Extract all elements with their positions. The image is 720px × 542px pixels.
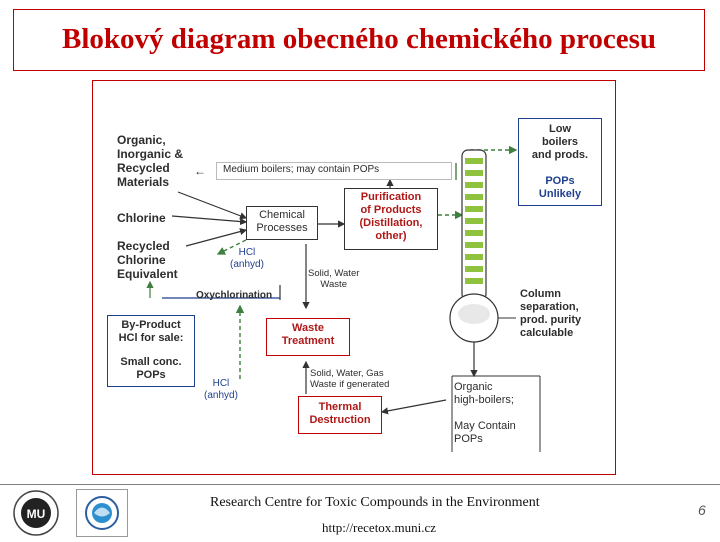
input-materials-line: Materials bbox=[117, 175, 170, 190]
low-boilers-label: Low boilers and prods. bbox=[519, 123, 601, 162]
waste-treatment-box: Waste Treatment bbox=[266, 318, 350, 356]
purification-line: other) bbox=[375, 229, 407, 242]
distillation-column bbox=[449, 149, 499, 343]
muni-logo: MU bbox=[12, 489, 60, 537]
byproduct-line: HCl for sale: bbox=[118, 331, 184, 344]
arrow-left-icon: ← bbox=[194, 164, 206, 178]
thermal-destruction-box: Thermal Destruction bbox=[298, 396, 382, 434]
solid-water-gas-line: Waste if generated bbox=[310, 379, 390, 391]
input-recycled-line: Equivalent bbox=[117, 267, 178, 282]
pops-unlikely-line: Unlikely bbox=[538, 187, 582, 200]
purification-label: Purification of Products (Distillation, … bbox=[345, 191, 437, 243]
hcl-line: (anhyd) bbox=[230, 258, 264, 270]
solid-water-gas-line: Solid, Water, Gas bbox=[310, 368, 384, 379]
low-boilers-line: and prods. bbox=[531, 148, 589, 161]
column-separation-line: separation, bbox=[520, 300, 579, 313]
low-boilers-box: Low boilers and prods. POPs Unlikely bbox=[518, 118, 602, 206]
column-separation-line: calculable bbox=[520, 326, 574, 339]
hcl-line: HCl bbox=[212, 378, 230, 389]
chemical-processes-line: Processes bbox=[256, 221, 308, 234]
hcl-line: (anhyd) bbox=[204, 389, 238, 401]
solid-water-line: Waste bbox=[320, 279, 347, 291]
diagram-frame bbox=[92, 80, 616, 475]
byproduct-box: By-Product HCl for sale: Small conc. POP… bbox=[107, 315, 195, 387]
purification-line: Purification bbox=[360, 191, 422, 203]
solid-water-line: Solid, Water bbox=[308, 268, 360, 279]
small-conc-line: Small conc. bbox=[120, 356, 182, 368]
input-materials: Organic, Inorganic & Recycled Materials bbox=[117, 133, 183, 190]
small-conc-line: POPs bbox=[136, 368, 166, 381]
thermal-destruction-line: Destruction bbox=[309, 413, 371, 426]
hcl-anhyd-lower: HCl (anhyd) bbox=[204, 378, 238, 402]
small-conc-label: Small conc. POPs bbox=[108, 356, 194, 382]
input-chlorine: Chlorine bbox=[117, 211, 166, 225]
low-boilers-line: Low bbox=[549, 123, 571, 135]
waste-treatment-label: Waste Treatment bbox=[267, 322, 349, 348]
input-materials-line: Inorganic & bbox=[117, 147, 184, 162]
organic-high-boilers-line: Organic bbox=[454, 381, 493, 393]
input-recycled-chlorine: Recycled Chlorine Equivalent bbox=[117, 239, 178, 281]
low-boilers-line: boilers bbox=[541, 135, 579, 148]
column-separation-line: prod. purity bbox=[520, 313, 582, 326]
pops-unlikely-line: POPs bbox=[545, 175, 575, 187]
byproduct-label: By-Product HCl for sale: bbox=[108, 319, 194, 345]
footer-divider bbox=[0, 484, 720, 485]
chemical-processes-line: Chemical bbox=[259, 209, 305, 221]
title-box: Blokový diagram obecného chemického proc… bbox=[13, 9, 705, 71]
waste-treatment-line: Treatment bbox=[281, 334, 335, 347]
input-materials-line: Organic, bbox=[117, 133, 166, 147]
may-contain-line: May Contain bbox=[454, 420, 516, 432]
purification-line: of Products bbox=[360, 203, 422, 216]
solid-water-gas-label: Solid, Water, Gas Waste if generated bbox=[310, 368, 389, 390]
may-contain-line: POPs bbox=[454, 432, 483, 445]
hcl-anhyd-upper: HCl (anhyd) bbox=[230, 247, 264, 271]
input-materials-line: Recycled bbox=[117, 161, 170, 176]
column-separation-line: Column bbox=[520, 288, 561, 300]
column-separation-label: Column separation, prod. purity calculab… bbox=[520, 288, 581, 340]
solid-water-waste-label: Solid, Water Waste bbox=[308, 268, 359, 290]
hcl-line: HCl bbox=[238, 247, 256, 258]
footer-url[interactable]: http://recetox.muni.cz bbox=[322, 520, 437, 535]
input-recycled-line: Chlorine bbox=[117, 253, 166, 268]
page-title: Blokový diagram obecného chemického proc… bbox=[62, 23, 656, 55]
pops-unlikely-label: POPs Unlikely bbox=[519, 175, 601, 201]
medium-boilers-box: Medium boilers; may contain POPs bbox=[216, 162, 452, 180]
muni-logo-mark: MU bbox=[27, 507, 46, 521]
thermal-destruction-line: Thermal bbox=[318, 401, 362, 413]
waste-treatment-line: Waste bbox=[292, 322, 324, 334]
thermal-destruction-label: Thermal Destruction bbox=[299, 401, 381, 427]
organic-high-boilers-label: Organic high-boilers; bbox=[454, 381, 514, 407]
purification-line: (Distillation, bbox=[359, 216, 423, 229]
chemical-processes-label: Chemical Processes bbox=[247, 209, 317, 235]
may-contain-label: May Contain POPs bbox=[454, 420, 516, 446]
oxychlorination-label: Oxychlorination bbox=[196, 290, 273, 301]
chemical-processes-box: Chemical Processes bbox=[246, 206, 318, 240]
recetox-logo bbox=[76, 489, 128, 537]
medium-boilers-label: Medium boilers; may contain POPs bbox=[223, 164, 380, 175]
input-recycled-line: Recycled bbox=[117, 239, 170, 253]
organic-high-boilers-line: high-boilers; bbox=[454, 393, 514, 406]
page-number: 6 bbox=[698, 502, 706, 518]
footer-centre: Research Centre for Toxic Compounds in t… bbox=[210, 495, 540, 510]
purification-box: Purification of Products (Distillation, … bbox=[344, 188, 438, 250]
byproduct-line: By-Product bbox=[121, 319, 181, 331]
